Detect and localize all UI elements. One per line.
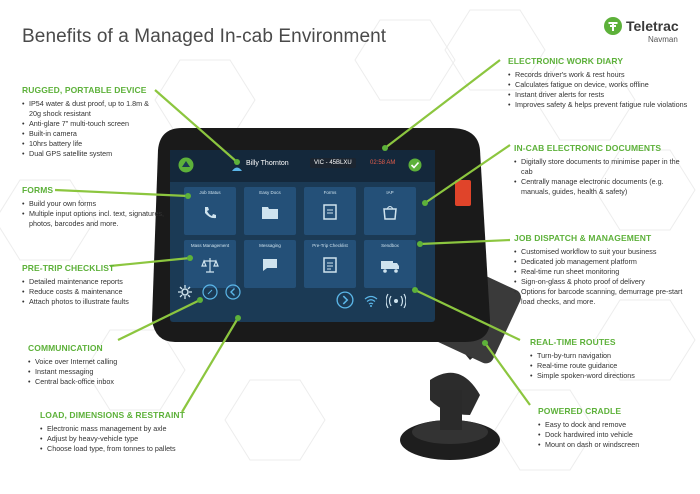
section-heading: IN-CAB ELECTRONIC DOCUMENTS xyxy=(514,143,662,153)
section-communication: COMMUNICATION Voice over Internet callin… xyxy=(28,343,168,387)
tile-sendbox[interactable]: Sendbox xyxy=(364,240,416,288)
truck-icon xyxy=(381,261,399,273)
checklist-icon xyxy=(323,257,337,273)
section-documents: IN-CAB ELECTRONIC DOCUMENTS Digitally st… xyxy=(514,143,686,197)
section-heading: COMMUNICATION xyxy=(28,343,103,353)
wifi-icon xyxy=(364,295,378,307)
history-icon[interactable] xyxy=(202,284,218,300)
tablet-screen: Billy Thornton VIC - 45BLXU 02:58 AM Job… xyxy=(170,150,435,322)
list-item: Build your own forms xyxy=(22,199,172,209)
section-heading: JOB DISPATCH & MANAGEMENT xyxy=(514,233,652,243)
list-item: Improves safety & helps prevent fatigue … xyxy=(508,100,688,110)
home-icon[interactable] xyxy=(178,157,194,173)
list-item: Reduce costs & maintenance xyxy=(22,287,162,297)
radio-icon xyxy=(386,293,406,309)
list-item: Dock hardwired into vehicle xyxy=(538,430,688,440)
logo-sub: Navman xyxy=(648,35,678,44)
list-item: Instant driver alerts for rests xyxy=(508,90,688,100)
list-item: Attach photos to illustrate faults xyxy=(22,297,162,307)
page-title: Benefits of a Managed In-cab Environment xyxy=(22,26,387,47)
message-icon xyxy=(263,259,277,271)
tile-pre-trip-checklist[interactable]: Pre-Trip Checklist xyxy=(304,240,356,288)
settings-icon[interactable] xyxy=(178,285,192,299)
section-heading: PRE-TRIP CHECKLIST xyxy=(22,263,115,273)
tile-label: IAP xyxy=(386,190,394,195)
list-item: Voice over Internet calling xyxy=(28,357,168,367)
tile-label: Pre-Trip Checklist xyxy=(312,243,348,248)
list-item: Easy to dock and remove xyxy=(538,420,688,430)
vehicle-rego: VIC - 45BLXU xyxy=(310,158,356,168)
list-item: Real-time route guidance xyxy=(530,361,690,371)
section-cradle: POWERED CRADLE Easy to dock and remove D… xyxy=(538,406,688,450)
section-load: LOAD, DIMENSIONS & RESTRAINT Electronic … xyxy=(40,410,220,454)
section-heading: ELECTRONIC WORK DIARY xyxy=(508,56,624,66)
screen-time: 02:58 AM xyxy=(370,160,396,166)
list-item: Multiple input options incl. text, signa… xyxy=(22,209,172,229)
tile-label: Easy Docs xyxy=(259,190,281,195)
list-item: Mount on dash or windscreen xyxy=(538,440,688,450)
list-item: 10hrs battery life xyxy=(22,139,162,149)
list-item: Records driver's work & rest hours xyxy=(508,70,688,80)
list-item: Adjust by heavy-vehicle type xyxy=(40,434,220,444)
list-item: Real-time run sheet monitoring xyxy=(514,267,690,277)
signal-check-icon xyxy=(408,158,422,172)
scale-icon xyxy=(201,258,219,273)
list-item: Simple spoken-word directions xyxy=(530,371,690,381)
tile-label: Sendbox xyxy=(381,243,399,248)
back-icon[interactable] xyxy=(225,284,241,300)
list-item: Built-in camera xyxy=(22,129,162,139)
list-item: Options for barcode scanning, demurrage … xyxy=(514,287,690,307)
folder-icon xyxy=(262,207,278,219)
phone-icon xyxy=(205,207,216,219)
tile-label: Forms xyxy=(323,190,337,195)
section-heading: POWERED CRADLE xyxy=(538,406,622,416)
section-heading: RUGGED, PORTABLE DEVICE xyxy=(22,85,147,95)
tile-job-status[interactable]: Job Status xyxy=(184,187,236,235)
section-heading: REAL-TIME ROUTES xyxy=(530,337,616,347)
tile-label: Mass Management xyxy=(190,243,230,248)
section-routes: REAL-TIME ROUTES Turn-by-turn navigation… xyxy=(530,337,690,381)
driver-name: Billy Thornton xyxy=(246,160,289,167)
list-item: IP54 water & dust proof, up to 1.8m & 20… xyxy=(22,99,162,119)
section-heading: LOAD, DIMENSIONS & RESTRAINT xyxy=(40,410,185,420)
teletrac-logo: Teletrac Navman xyxy=(604,17,694,47)
section-pretrip: PRE-TRIP CHECKLIST Detailed maintenance … xyxy=(22,263,162,307)
tile-mass-management[interactable]: Mass Management xyxy=(184,240,236,288)
list-item: Electronic mass management by axle xyxy=(40,424,220,434)
form-icon xyxy=(323,204,337,220)
list-item: Digitally store documents to minimise pa… xyxy=(514,157,686,177)
logo-brand: Teletrac xyxy=(626,18,679,34)
teletrac-logo-icon xyxy=(604,17,622,35)
list-item: Dual GPS satellite system xyxy=(22,149,162,159)
tile-label: Job Status xyxy=(199,190,221,195)
tile-messaging[interactable]: Messaging xyxy=(244,240,296,288)
list-item: Choose load type, from tonnes to pallets xyxy=(40,444,220,454)
tile-forms[interactable]: Forms xyxy=(304,187,356,235)
list-item: Central back-office inbox xyxy=(28,377,168,387)
list-item: Centrally manage electronic documents (e… xyxy=(514,177,686,197)
section-diary: ELECTRONIC WORK DIARY Records driver's w… xyxy=(508,56,688,110)
forward-icon[interactable] xyxy=(336,291,354,309)
list-item: Dedicated job management platform xyxy=(514,257,690,267)
tile-iap[interactable]: IAP xyxy=(364,187,416,235)
list-item: Calculates fatigue on device, works offl… xyxy=(508,80,688,90)
list-item: Turn-by-turn navigation xyxy=(530,351,690,361)
list-item: Sign-on-glass & photo proof of delivery xyxy=(514,277,690,287)
section-rugged: RUGGED, PORTABLE DEVICE IP54 water & dus… xyxy=(22,85,162,159)
section-dispatch: JOB DISPATCH & MANAGEMENT Customised wor… xyxy=(514,233,690,307)
list-item: Instant messaging xyxy=(28,367,168,377)
section-heading: FORMS xyxy=(22,185,54,195)
tile-easy-docs[interactable]: Easy Docs xyxy=(244,187,296,235)
tile-label: Messaging xyxy=(259,243,281,248)
section-forms: FORMS Build your own forms Multiple inpu… xyxy=(22,185,172,229)
bag-icon xyxy=(383,206,397,220)
list-item: Detailed maintenance reports xyxy=(22,277,162,287)
list-item: Anti-glare 7" multi-touch screen xyxy=(22,119,162,129)
list-item: Customised workflow to suit your busines… xyxy=(514,247,690,257)
